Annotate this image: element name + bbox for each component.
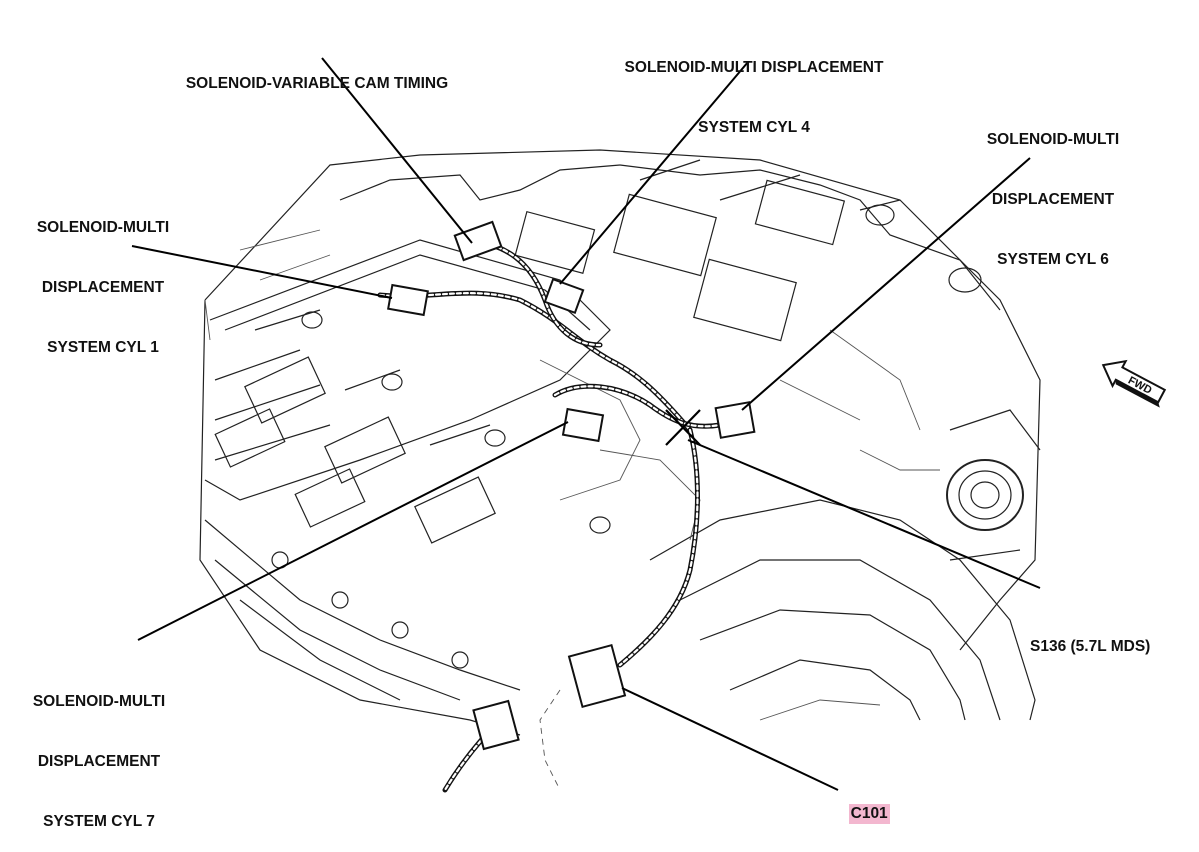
label-cyl6-line1: SOLENOID-MULTI — [986, 131, 1120, 148]
connectors — [387, 220, 756, 751]
vct-connector — [453, 220, 503, 262]
splice-s136-mark — [665, 409, 701, 446]
leader-c101 — [621, 687, 839, 791]
engine-drawing — [199, 149, 1041, 791]
label-cyl4-line1: SOLENOID-MULTI DISPLACEMENT — [624, 59, 884, 76]
label-cyl7: SOLENOID-MULTI DISPLACEMENT SYSTEM CYL 7 — [4, 652, 194, 852]
leader-cyl4 — [559, 61, 749, 285]
label-s136-line1: S136 (5.7L MDS) — [1030, 638, 1151, 655]
label-cyl1-line2: DISPLACEMENT — [41, 279, 165, 296]
label-vct: SOLENOID-VARIABLE CAM TIMING — [152, 34, 482, 114]
label-cyl7-line1: SOLENOID-MULTI — [32, 693, 166, 710]
c101-connector — [567, 643, 627, 709]
label-cyl4-line2: SYSTEM CYL 4 — [698, 119, 810, 136]
cyl6-connector — [714, 401, 756, 439]
engine-wiring-diagram: FWD — [131, 57, 1167, 793]
leader-cyl7 — [137, 421, 569, 641]
cyl4-connector — [543, 277, 585, 315]
label-cyl6-line3: SYSTEM CYL 6 — [997, 251, 1109, 268]
forward-arrow-icon: FWD — [1101, 359, 1167, 408]
c101-mate-connector — [472, 699, 520, 751]
label-s136: S136 (5.7L MDS) — [1030, 597, 1192, 677]
leader-lines — [131, 57, 1041, 791]
label-vct-line1: SOLENOID-VARIABLE CAM TIMING — [185, 75, 449, 92]
leader-vct — [321, 57, 473, 244]
label-cyl1-line3: SYSTEM CYL 1 — [47, 339, 159, 356]
leader-s136 — [687, 439, 1041, 589]
leader-cyl6 — [741, 157, 1031, 411]
wiring-harness — [377, 237, 753, 793]
cyl7-connector — [561, 407, 605, 443]
label-c101-line1: C101 — [848, 804, 890, 824]
label-cyl7-line2: DISPLACEMENT — [37, 753, 161, 770]
label-cyl6: SOLENOID-MULTI DISPLACEMENT SYSTEM CYL 6 — [958, 90, 1148, 290]
label-cyl6-line2: DISPLACEMENT — [991, 191, 1115, 208]
label-cyl1: SOLENOID-MULTI DISPLACEMENT SYSTEM CYL 1 — [8, 178, 198, 378]
label-cyl1-line1: SOLENOID-MULTI — [36, 219, 170, 236]
label-cyl4: SOLENOID-MULTI DISPLACEMENT SYSTEM CYL 4 — [584, 18, 924, 158]
leader-cyl1 — [131, 245, 393, 299]
label-cyl7-line3: SYSTEM CYL 7 — [43, 813, 155, 830]
label-c101: C101 — [840, 784, 900, 824]
cyl1-connector — [387, 283, 429, 317]
